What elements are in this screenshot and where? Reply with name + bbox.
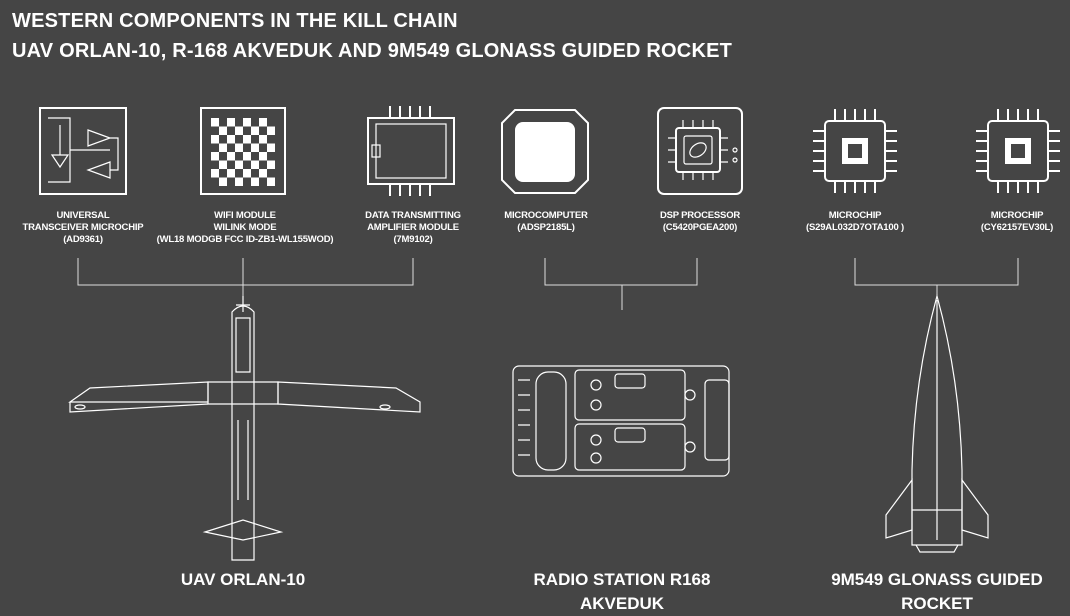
checker-square xyxy=(259,118,267,127)
component-label-5: MICROCHIP(S29AL032D7OTA100 ) xyxy=(806,210,904,233)
checker-square xyxy=(211,169,219,178)
checker-square xyxy=(259,152,267,161)
system-label-uav: UAV ORLAN-10 xyxy=(180,570,306,589)
checker-square xyxy=(235,143,243,152)
checker-square xyxy=(251,126,259,135)
checker-square xyxy=(243,118,251,127)
uav-drone-icon xyxy=(68,296,421,561)
checker-square xyxy=(267,177,275,186)
checker-square xyxy=(267,143,275,152)
checker-square xyxy=(227,169,235,178)
wifi-module-icon xyxy=(200,107,286,195)
checker-square xyxy=(259,169,267,178)
checker-square xyxy=(227,152,235,161)
checker-square xyxy=(219,126,227,135)
checker-square xyxy=(235,177,243,186)
checker-square xyxy=(243,152,251,161)
component-label-3: MICROCOMPUTER(ADSP2185L) xyxy=(504,210,588,233)
microchip-icon xyxy=(976,109,1060,193)
title-line-2: UAV ORLAN-10, R-168 AKVEDUK AND 9M549 GL… xyxy=(12,40,733,62)
component-label-6: MICROCHIP(CY62157EV30L) xyxy=(980,210,1054,233)
dsp-processor-icon xyxy=(657,107,743,195)
checker-square xyxy=(227,135,235,144)
radio-station-icon xyxy=(512,365,730,477)
checker-square xyxy=(235,160,243,169)
checker-square xyxy=(267,126,275,135)
checker-square xyxy=(235,126,243,135)
component-label-4: DSP PROCESSOR(C5420PGEA200) xyxy=(659,210,741,233)
checker-square xyxy=(251,160,259,169)
connector-lines xyxy=(77,258,1019,310)
transceiver-chip-icon xyxy=(39,107,127,195)
checker-square xyxy=(243,135,251,144)
checker-square xyxy=(251,177,259,186)
checker-square xyxy=(219,160,227,169)
checker-square xyxy=(243,169,251,178)
checker-square xyxy=(211,152,219,161)
checker-square xyxy=(267,160,275,169)
amplifier-module-icon xyxy=(367,106,455,196)
microchip-icon xyxy=(813,109,897,193)
checker-square xyxy=(211,135,219,144)
title-line-1: WESTERN COMPONENTS IN THE KILL CHAIN xyxy=(12,10,458,32)
checker-square xyxy=(251,143,259,152)
checker-square xyxy=(211,118,219,127)
checker-square xyxy=(227,118,235,127)
microcomputer-icon xyxy=(501,109,589,194)
checker-square xyxy=(219,177,227,186)
rocket-icon xyxy=(885,293,989,553)
checker-square xyxy=(219,143,227,152)
checker-square xyxy=(259,135,267,144)
